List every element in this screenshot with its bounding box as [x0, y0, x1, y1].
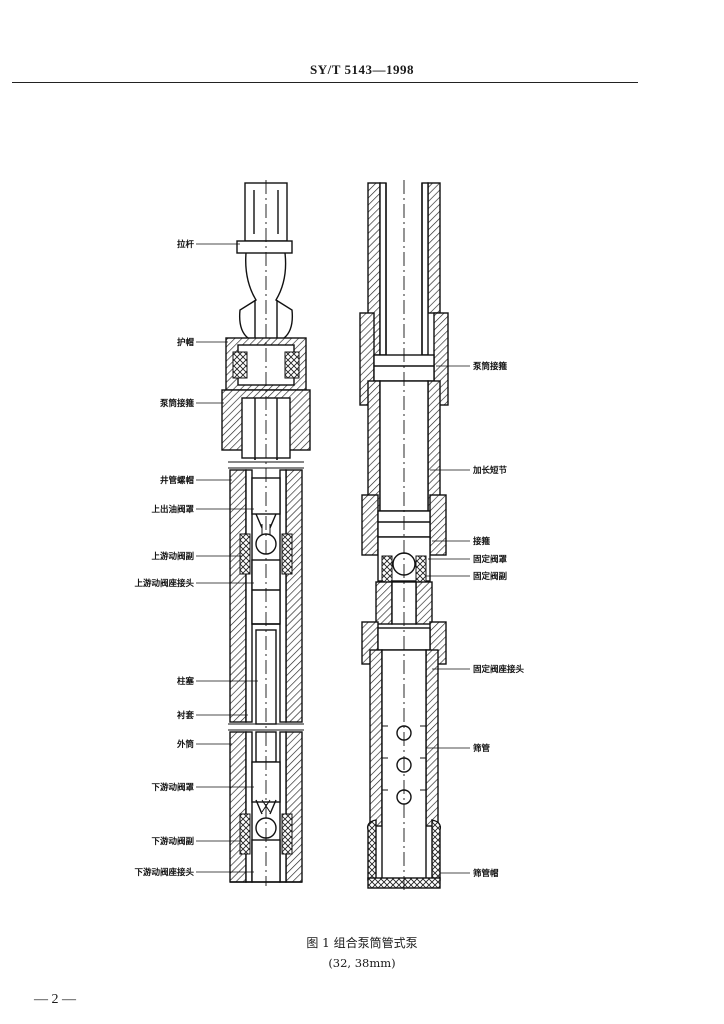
- label-protective-cap: 护帽: [177, 337, 195, 348]
- standard-header: SY/T 5143—1998: [310, 62, 414, 77]
- left-pump-drawing: [221, 180, 311, 886]
- label-lower-traveling-valve: 下游动阀副: [151, 836, 194, 847]
- label-liner: 衬套: [177, 710, 195, 721]
- right-labels: 泵筒接箍 加长短节 接箍 固定阀罩 固定阀副 固定阀座接头 筛管 筛管帽: [472, 361, 525, 879]
- label-standing-seat-joint: 固定阀座接头: [473, 664, 525, 675]
- label-standing-valve: 固定阀副: [473, 571, 508, 582]
- label-lower-seat-joint: 下游动阀座接头: [134, 867, 194, 878]
- label-barrel-coupling: 泵筒接箍: [160, 398, 195, 409]
- header-rule: [12, 82, 638, 83]
- label-plunger: 柱塞: [177, 676, 195, 687]
- label-coupling: 接箍: [473, 536, 491, 547]
- figure-subcaption: (32, 38mm): [328, 956, 396, 970]
- label-outer-tube: 外筒: [176, 739, 195, 750]
- label-standing-valve-cage: 固定阀罩: [473, 554, 508, 565]
- label-strainer: 筛管: [472, 743, 491, 754]
- label-upper-traveling-valve: 上游动阀副: [151, 551, 194, 562]
- label-strainer-cap: 筛管帽: [472, 868, 499, 879]
- figure-caption: 图 1 组合泵筒管式泵: [306, 936, 418, 950]
- right-pump-drawing: [359, 180, 449, 890]
- label-extension-nipple: 加长短节: [472, 465, 508, 476]
- label-upper-discharge-cage: 上出油阀罩: [151, 504, 194, 515]
- label-well-tube-nut: 井管螺帽: [160, 475, 195, 486]
- label-upper-seat-joint: 上游动阀座接头: [134, 578, 194, 589]
- label-right-barrel-coupling: 泵筒接箍: [473, 361, 508, 372]
- label-pull-rod: 拉杆: [177, 239, 195, 250]
- left-labels: 拉杆 护帽 泵筒接箍 井管螺帽 上出油阀罩 上游动阀副 上游动阀座接头 柱塞 衬…: [134, 239, 194, 878]
- label-lower-traveling-cage: 下游动阀罩: [151, 782, 194, 793]
- page-number: — 2 —: [34, 992, 76, 1007]
